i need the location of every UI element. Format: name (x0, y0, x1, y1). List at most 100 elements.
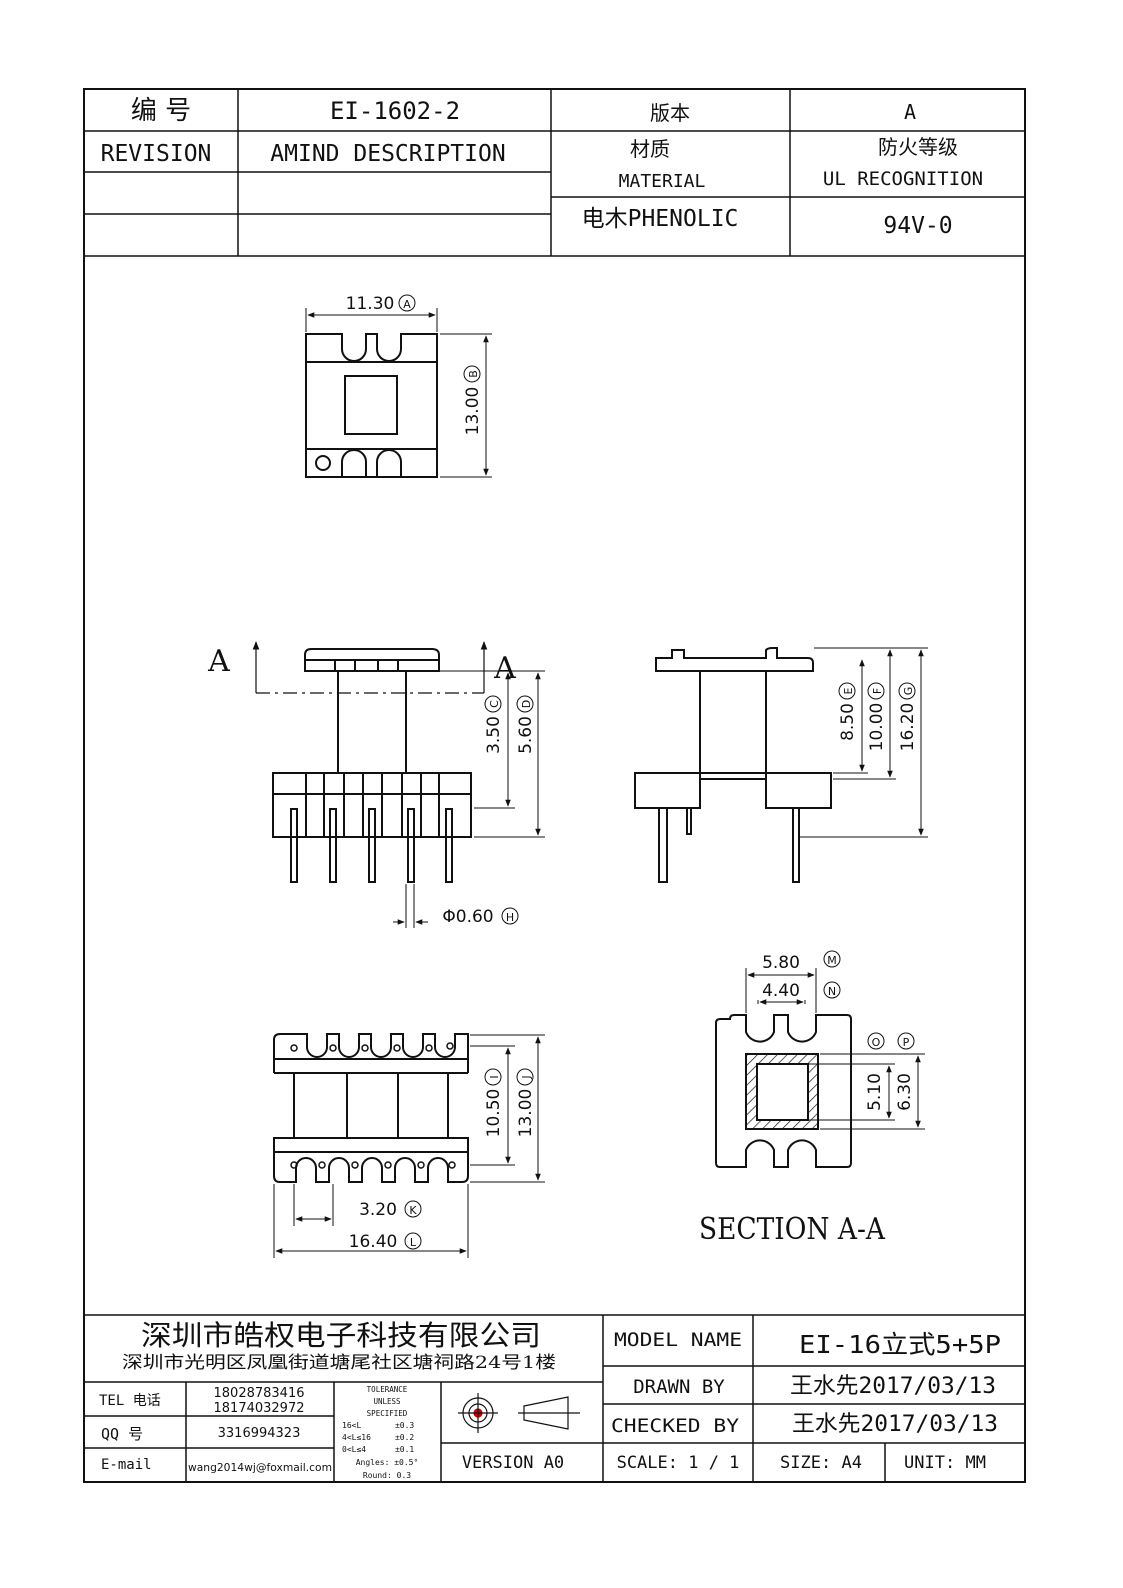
bottom-view-dims (273, 1034, 545, 1258)
dim-g-label: 16.20 G (898, 682, 918, 752)
dim-b-label: 13.00 B (463, 365, 483, 436)
dim-e-label: 8.50 E (838, 682, 858, 741)
tolerance-row-1: 16<L ±0.3 (342, 1421, 414, 1430)
side-view-dims (800, 647, 928, 838)
title-block-grid (84, 1314, 1025, 1482)
model-name-value: EI-16立式5+5P (799, 1330, 1001, 1359)
dim-o-marker: O (867, 1032, 885, 1050)
svg-text:J: J (520, 1075, 533, 1079)
front-view-dims (393, 670, 545, 928)
bottom-view (273, 1033, 469, 1183)
dim-c-label: 3.50 C (484, 695, 504, 754)
svg-text:10.00: 10.00 (867, 703, 887, 752)
section-arrows (252, 641, 488, 694)
company-address: 深圳市光明区凤凰街道塘尾社区塘祠路24号1楼 (122, 1353, 556, 1373)
version-label: 版本 (650, 101, 690, 125)
svg-text:3.50: 3.50 (484, 716, 504, 754)
svg-text:5.10: 5.10 (865, 1073, 885, 1111)
svg-text:13.00: 13.00 (463, 387, 483, 436)
svg-text:D: D (520, 700, 533, 708)
side-view (634, 647, 832, 883)
email-label: E-mail (101, 1457, 152, 1473)
fire-label-cn: 防火等级 (878, 135, 958, 159)
svg-text:A: A (403, 298, 411, 311)
material-label-en: MATERIAL (619, 171, 706, 192)
tel-label: TEL 电话 (99, 1393, 161, 1409)
dim-a-value: 11.30 (346, 294, 395, 314)
material-label-cn: 材质 (630, 137, 670, 161)
section-title: SECTION A-A (699, 1212, 885, 1247)
dim-k-marker: K (404, 1200, 422, 1218)
part-number: EI-1602-2 (330, 97, 460, 125)
svg-text:13.00: 13.00 (516, 1089, 536, 1138)
drawn-by-value: 王水先2017/03/13 (790, 1374, 996, 1399)
section-arrow-right: A (493, 651, 516, 686)
amend-label: AMIND DESCRIPTION (270, 141, 505, 167)
svg-text:N: N (828, 985, 836, 998)
top-view (305, 333, 438, 478)
tolerance-row-2: 4<L≤16 ±0.2 (342, 1433, 414, 1442)
checked-by-label: CHECKED BY (611, 1415, 740, 1437)
model-name-label: MODEL NAME (614, 1329, 742, 1351)
checked-by-value: 王水先2017/03/13 (792, 1412, 998, 1437)
svg-text:5.60: 5.60 (516, 716, 536, 754)
dim-i-label: 10.50 I (484, 1068, 504, 1138)
dim-l-marker: L (404, 1232, 422, 1250)
section-arrow-left: A (207, 644, 230, 679)
svg-text:8.50: 8.50 (838, 703, 858, 741)
header-table (84, 89, 1025, 257)
number-label: 编 号 (131, 96, 191, 126)
unit-label: UNIT: MM (904, 1453, 986, 1473)
email-value: wang2014wj@foxmail.com (188, 1462, 332, 1474)
dim-a-marker: A (398, 294, 416, 312)
qq-label: QQ 号 (101, 1425, 143, 1443)
svg-text:6.30: 6.30 (895, 1073, 915, 1111)
svg-text:O: O (872, 1036, 881, 1049)
dim-h-value: Φ0.60 (442, 907, 493, 927)
dim-p-marker: P (897, 1032, 915, 1050)
svg-text:F: F (871, 688, 884, 694)
tolerance-title-2: UNLESS (373, 1397, 401, 1406)
dim-m-value: 5.80 (762, 953, 800, 973)
bottom-view-holes (290, 1042, 456, 1169)
svg-text:G: G (902, 687, 915, 696)
tolerance-title-1: TOLERANCE (367, 1385, 408, 1394)
size-label: SIZE: A4 (780, 1453, 862, 1473)
dim-f-label: 10.00 F (867, 682, 887, 752)
svg-text:M: M (827, 954, 837, 967)
dim-d-label: 5.60 D (516, 695, 536, 754)
tolerance-row-3: 0<L≤4 ±0.1 (342, 1445, 414, 1454)
top-view-dims (305, 308, 492, 478)
svg-text:E: E (842, 687, 855, 694)
dim-n-value: 4.40 (762, 981, 800, 1001)
svg-text:10.50: 10.50 (484, 1089, 504, 1138)
dim-m-marker: M (823, 950, 841, 968)
dim-l-value: 16.40 (349, 1232, 398, 1252)
tel-number-1: 18028783416 (214, 1386, 305, 1401)
drawn-by-label: DRAWN BY (633, 1376, 725, 1398)
fire-label-en: UL RECOGNITION (823, 168, 983, 190)
svg-text:L: L (410, 1236, 417, 1249)
revision-label: REVISION (101, 141, 212, 167)
svg-text:B: B (467, 370, 480, 378)
projection-symbol-icon (458, 1393, 580, 1433)
fire-value: 94V-0 (883, 213, 952, 239)
dim-n-marker: N (823, 981, 841, 999)
dim-p-label: 6.30 (895, 1073, 915, 1111)
dim-k-value: 3.20 (359, 1200, 397, 1220)
material-value: 电木PHENOLIC (582, 206, 739, 232)
svg-text:16.20: 16.20 (898, 703, 918, 752)
company-name: 深圳市皓权电子科技有限公司 (141, 1319, 541, 1352)
section-view-dims (745, 968, 925, 1130)
svg-text:K: K (409, 1204, 417, 1217)
dim-o-label: 5.10 (865, 1073, 885, 1111)
scale-label: SCALE: 1 / 1 (617, 1453, 740, 1473)
section-view (715, 1014, 852, 1168)
svg-text:C: C (488, 700, 501, 708)
sheet-border (83, 88, 1026, 1483)
tolerance-angles: Angles: ±0.5° (356, 1458, 419, 1467)
svg-text:H: H (506, 911, 514, 924)
tolerance-title-3: SPECIFIED (367, 1409, 408, 1418)
version-value: A (904, 100, 916, 124)
